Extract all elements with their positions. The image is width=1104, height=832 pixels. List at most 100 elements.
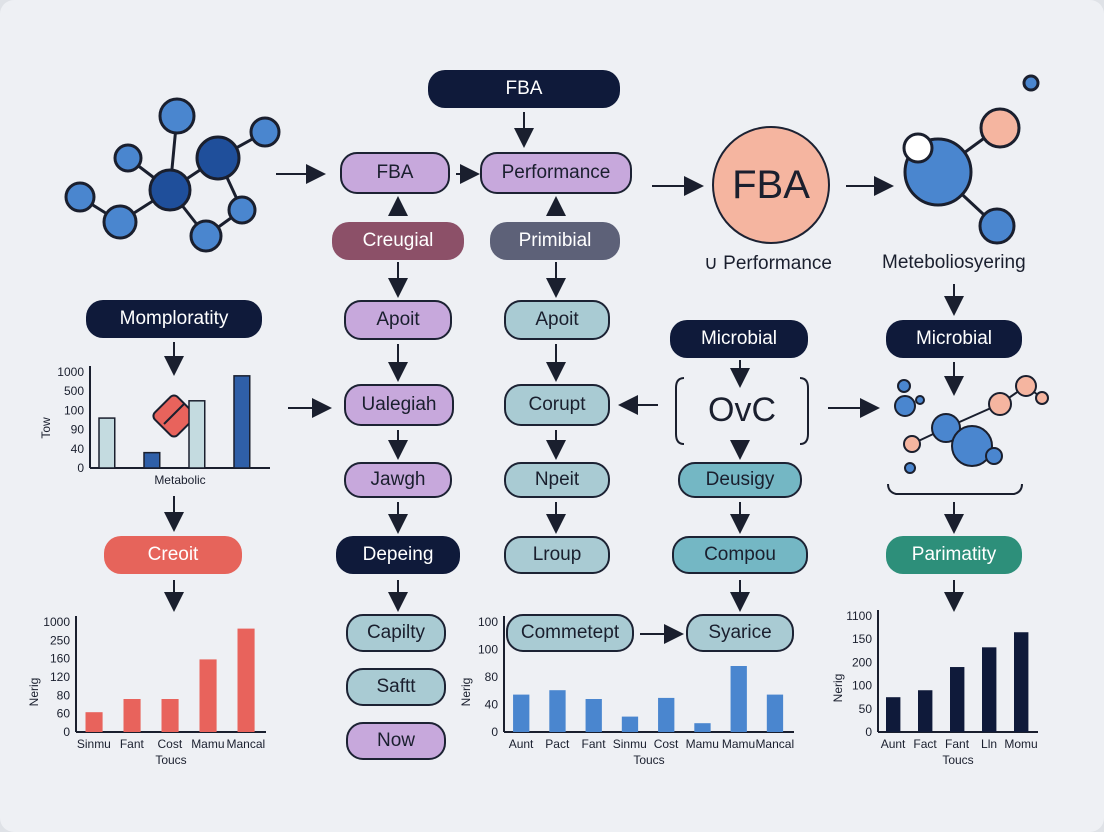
y-tick-label: 100 [852, 679, 872, 693]
bar [98, 417, 116, 469]
y-tick-label: 90 [71, 423, 85, 437]
bar [199, 659, 217, 732]
y-tick-label: 0 [77, 461, 84, 475]
node-big-fba[interactable]: FBA [712, 126, 830, 244]
x-tick-label: Mamu [722, 737, 755, 751]
y-axis-label: Tow [39, 417, 53, 439]
y-tick-label: 40 [485, 698, 499, 712]
bar [123, 699, 141, 732]
y-tick-label: 150 [852, 632, 872, 646]
y-tick-label: 100 [478, 615, 498, 629]
bar [188, 400, 206, 469]
y-tick-label: 250 [50, 633, 70, 647]
node-microbial-1[interactable]: Microbial [670, 320, 808, 358]
y-tick-label: 0 [491, 725, 498, 739]
y-tick-label: 1000 [57, 365, 84, 379]
x-tick-label: Momu [1004, 737, 1037, 751]
node-apoit-2[interactable]: Apoit [504, 300, 610, 340]
node-compou[interactable]: Compou [672, 536, 808, 574]
bar [549, 690, 566, 732]
bar [658, 697, 675, 732]
y-axis-label: Nerig [459, 678, 473, 707]
bar-charts: 100050010090400TowMetabolic1000250160120… [27, 365, 1038, 767]
node-primibial[interactable]: Primibial [490, 222, 620, 260]
connectors [164, 112, 964, 644]
y-tick-label: 1100 [846, 609, 872, 623]
node-deusigy[interactable]: Deusigy [678, 462, 802, 498]
y-tick-label: 60 [57, 707, 71, 721]
node-lroup[interactable]: Lroup [504, 536, 610, 574]
y-tick-label: 100 [64, 403, 84, 417]
x-tick-label: Fant [582, 737, 607, 751]
y-tick-label: 160 [50, 652, 70, 666]
y-tick-label: 80 [485, 670, 499, 684]
bar [161, 699, 179, 732]
node-fba[interactable]: FBA [340, 152, 450, 194]
node-creoit[interactable]: Creoit [104, 536, 242, 574]
bar [950, 667, 965, 732]
x-tick-label: Mamu [191, 737, 224, 751]
bar [513, 694, 530, 732]
x-tick-label: Aunt [881, 737, 906, 751]
node-syarice[interactable]: Syarice [686, 614, 794, 652]
bar [585, 699, 602, 732]
bar [982, 647, 997, 732]
node-momploratity[interactable]: Momploratity [86, 300, 262, 338]
node-saftt[interactable]: Saftt [346, 668, 446, 706]
x-tick-label: Mancal [755, 737, 794, 751]
node-depeing[interactable]: Depeing [336, 536, 460, 574]
x-tick-label: Lln [981, 737, 997, 751]
x-tick-label: Fant [945, 737, 970, 751]
node-jawgh[interactable]: Jawgh [344, 462, 452, 498]
bar [143, 451, 161, 469]
y-axis-label: Nerig [831, 674, 845, 703]
node-capilty[interactable]: Capilty [346, 614, 446, 652]
ovc-bracket-left [675, 377, 685, 445]
node-now[interactable]: Now [346, 722, 446, 760]
bar [918, 690, 933, 732]
x-tick-label: Sinmu [77, 737, 111, 751]
x-tick-label: Fact [913, 737, 937, 751]
y-tick-label: 80 [57, 688, 71, 702]
molecule-cluster-icon [894, 375, 1049, 474]
x-axis-label: Toucs [942, 753, 973, 767]
x-axis-label: Toucs [155, 753, 186, 767]
x-tick-label: Sinmu [613, 737, 647, 751]
node-apoit-1[interactable]: Apoit [344, 300, 452, 340]
node-ovc[interactable]: OvC [708, 390, 776, 429]
bar [886, 697, 901, 732]
node-corupt[interactable]: Corupt [504, 384, 610, 426]
node-performance[interactable]: Performance [480, 152, 632, 194]
x-axis-label: Metabolic [154, 473, 205, 487]
node-commetept[interactable]: Commetept [506, 614, 634, 652]
bar [766, 694, 784, 732]
y-tick-label: 1000 [43, 615, 70, 629]
x-tick-label: Aunt [509, 737, 534, 751]
y-tick-label: 0 [63, 725, 70, 739]
y-tick-label: 40 [71, 442, 85, 456]
bar [237, 628, 255, 732]
y-tick-label: 500 [64, 384, 84, 398]
bar [694, 723, 711, 732]
metebolio-caption: Meteboliosyering [882, 252, 1026, 273]
node-npeit[interactable]: Npeit [504, 462, 610, 498]
x-tick-label: Fant [120, 737, 145, 751]
node-microbial-2[interactable]: Microbial [886, 320, 1022, 358]
x-tick-label: Pact [545, 737, 570, 751]
bar [1014, 632, 1029, 732]
x-tick-label: Mancal [227, 737, 266, 751]
node-ualegiah[interactable]: Ualegiah [344, 384, 454, 426]
molecule-bracket [887, 483, 1023, 495]
bar [85, 712, 103, 732]
node-top-fba[interactable]: FBA [428, 70, 620, 108]
x-tick-label: Cost [654, 737, 679, 751]
node-parimatity[interactable]: Parimatity [886, 536, 1022, 574]
x-tick-label: Mamu [686, 737, 719, 751]
y-axis-label: Nerig [27, 678, 41, 707]
node-creugial[interactable]: Creugial [332, 222, 464, 260]
y-tick-label: 50 [859, 702, 873, 716]
